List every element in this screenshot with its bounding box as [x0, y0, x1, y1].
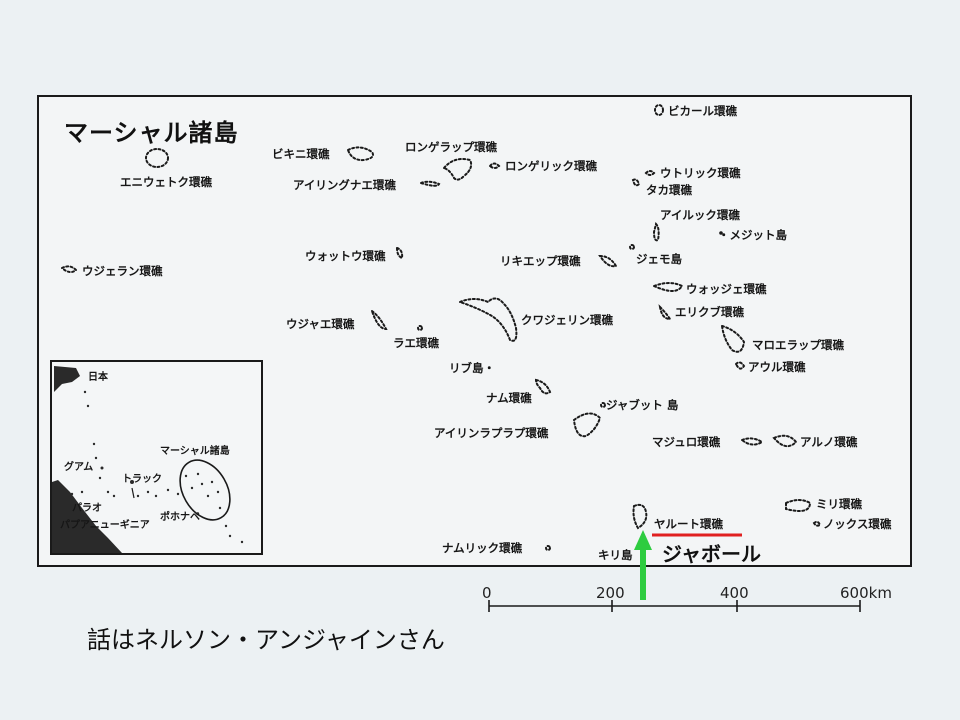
- label-jemo: ジェモ島: [636, 252, 682, 266]
- atoll-ujelang: [60, 265, 78, 274]
- label-rongerik: ロンゲリック環礁: [505, 159, 597, 173]
- inset-label-marshall: マーシャル諸島: [160, 446, 230, 457]
- atoll-jemo: [629, 244, 635, 250]
- atoll-arno: [772, 434, 798, 448]
- map-title: マーシャル諸島: [64, 119, 239, 147]
- arrow-to-jabor: [634, 530, 652, 600]
- label-namorik: ナムリック環礁: [442, 541, 523, 555]
- atoll-kwajalein: [457, 297, 518, 342]
- label-arno: アルノ環礁: [800, 435, 858, 449]
- inset-label-japan: 日本: [88, 372, 108, 383]
- atoll-aur: [734, 361, 746, 370]
- label-bikini: ビキニ環礁: [272, 147, 330, 161]
- label-mili: ミリ環礁: [816, 497, 862, 511]
- inset-islands: [70, 390, 244, 544]
- atoll-mili: [785, 499, 812, 512]
- inset-label-pohnpei: ポホナペ: [160, 512, 200, 523]
- label-bikar: ビカール環礁: [668, 104, 737, 118]
- label-enewetak: エニウェトク環礁: [120, 175, 212, 189]
- label-lib: リブ島・: [449, 361, 495, 375]
- atoll-enewetak: [145, 148, 169, 168]
- label-jabwot: ジャブット 島: [606, 398, 679, 412]
- atoll-ailuk: [652, 222, 660, 242]
- inset-marshall-ring: [179, 459, 231, 521]
- inset-label-palau: パラオ: [72, 503, 102, 514]
- label-likiep: リキエップ環礁: [500, 254, 581, 268]
- label-majuro: マジュロ環礁: [652, 435, 721, 449]
- label-maloelap: マロエラップ環礁: [752, 338, 844, 352]
- scale-tick-200: 200: [596, 584, 625, 602]
- atoll-jaluit: [632, 503, 648, 530]
- atoll-erikub: [658, 304, 672, 321]
- inset-japan-land: [54, 366, 80, 392]
- inset-label-truk: トラック: [122, 474, 162, 485]
- scale-tick-400: 400: [720, 584, 749, 602]
- atoll-taka: [631, 178, 641, 187]
- label-ujae: ウジャエ環礁: [286, 317, 355, 331]
- atoll-rongelap: [442, 158, 473, 181]
- scale-bar: [488, 600, 861, 612]
- atoll-likiep: [598, 254, 618, 268]
- atoll-bikar: [654, 104, 664, 116]
- label-taka: タカ環礁: [646, 183, 692, 197]
- inset-label-png: パプアニューギニア: [60, 520, 150, 531]
- label-erikub: エリクブ環礁: [675, 305, 744, 319]
- atoll-wotho: [395, 246, 404, 260]
- label-ujelang: ウジェラン環礁: [82, 264, 163, 278]
- label-jaluit: ヤルート環礁: [654, 517, 723, 531]
- atoll-majuro: [740, 437, 764, 446]
- label-mejit: ・メジット島: [718, 228, 787, 242]
- label-wotho: ウォットウ環礁: [305, 249, 386, 263]
- label-aur: アウル環礁: [748, 360, 806, 374]
- atoll-knox: [812, 520, 822, 527]
- atoll-utirik: [644, 170, 656, 176]
- atoll-maloelap: [720, 324, 746, 353]
- inset-asia-land: [52, 480, 122, 553]
- label-kwajalein: クワジェリン環礁: [521, 313, 613, 327]
- atoll-ailinginae: [417, 180, 441, 187]
- label-utirik: ウトリック環礁: [660, 166, 741, 180]
- label-jabor: ジャボール: [662, 542, 761, 566]
- label-ailinginae: アイリングナエ環礁: [293, 178, 396, 192]
- label-kili: キリ島: [598, 548, 633, 562]
- label-ailuk: アイルック環礁: [660, 208, 740, 222]
- atoll-jabwot: [600, 402, 606, 408]
- atoll-wotje: [651, 282, 684, 292]
- atoll-rongerik: [488, 162, 501, 169]
- atoll-ailinglaplap: [572, 412, 602, 438]
- label-knox: ノックス環礁: [823, 517, 892, 531]
- atoll-bikini: [346, 146, 374, 162]
- inset-map: 日本 グアム マーシャル諸島 トラック パラオ ポホナペ パプアニューギニア: [50, 360, 263, 555]
- atoll-lae: [417, 325, 423, 331]
- scale-tick-0: 0: [482, 584, 492, 602]
- inset-geography: [52, 366, 244, 553]
- label-rongelap: ロンゲラップ環礁: [405, 140, 497, 154]
- atoll-namorik: [545, 545, 551, 551]
- label-lae: ラエ環礁: [393, 336, 439, 350]
- inset-label-guam: グアム: [64, 462, 94, 473]
- atoll-namu: [534, 378, 552, 395]
- caption: 話はネルソン・アンジャインさん: [87, 626, 445, 654]
- label-wotje: ウォッジェ環礁: [686, 282, 767, 296]
- atoll-ujae: [370, 308, 388, 331]
- label-namu: ナム環礁: [486, 391, 532, 405]
- scale-tick-600: 600km: [840, 584, 892, 602]
- atoll-mejit-dot: [719, 231, 723, 235]
- label-ailinglaplap: アイリンラプラプ環礁: [434, 426, 549, 440]
